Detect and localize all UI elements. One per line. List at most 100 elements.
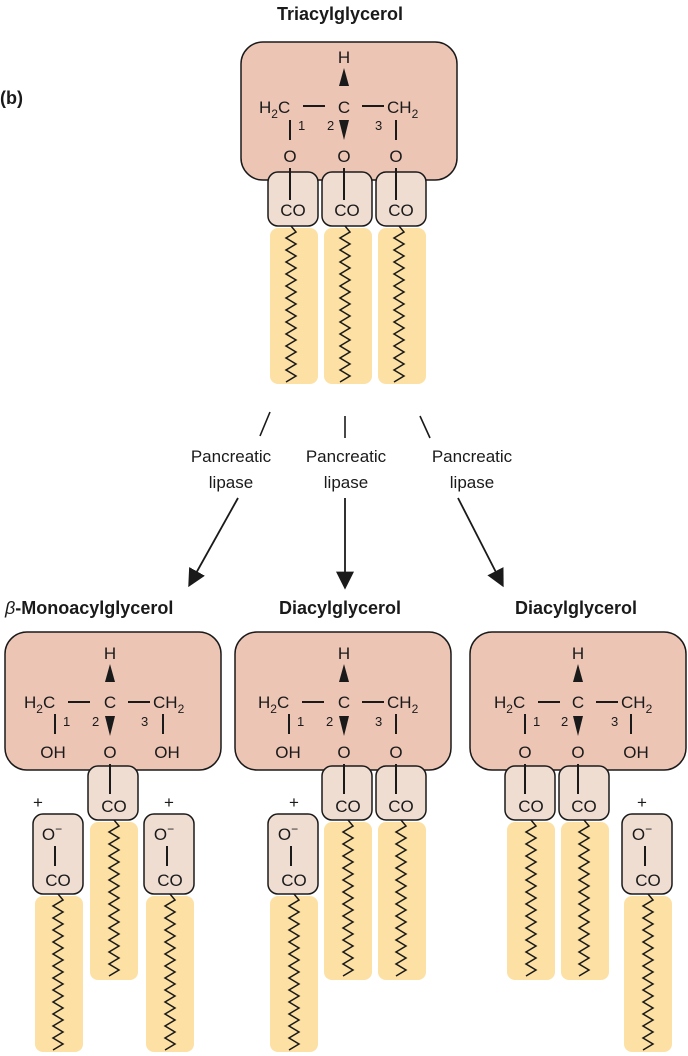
fatty-chain-box <box>270 896 318 1052</box>
zigzag-chain-line <box>107 819 121 977</box>
oxygen-atom: O <box>337 743 350 762</box>
zigzag-chain-line <box>51 893 65 1051</box>
carbonyl-label: CO <box>101 797 127 816</box>
product-title-diacylglycerol-right: Diacylglycerol <box>515 598 637 618</box>
h2c-group: H2C <box>494 693 525 716</box>
diacylglycerol-right-molecule: H H2C C CH2 1 2 3 O O OH <box>469 631 687 771</box>
carbon-atom: C <box>338 693 350 712</box>
hydrogen-atom: H <box>338 48 350 67</box>
zigzag-chain-line <box>284 225 298 383</box>
oxygen-atom: O <box>571 743 584 762</box>
carbon-atom: C <box>572 693 584 712</box>
ch2-group: CH2 <box>387 693 419 716</box>
oxide-atom: O− <box>154 822 174 844</box>
carbon-atom: C <box>338 98 350 117</box>
oxide-atom: O− <box>632 822 652 844</box>
zigzag-chain-line <box>392 225 406 383</box>
carbonyl-label: CO <box>388 797 414 816</box>
position-3-label: 3 <box>141 714 148 729</box>
ester-box <box>267 171 319 227</box>
carbonyl-label: CO <box>281 871 307 890</box>
fatty-chain-box <box>146 896 194 1052</box>
hydroxyl-group: OH <box>275 743 301 762</box>
enzyme-name-center: Pancreatic <box>306 447 387 466</box>
ester-box <box>321 765 373 821</box>
arrow-to-diacylglycerol-right <box>457 497 504 588</box>
oxygen-atom: O <box>103 743 116 762</box>
zigzag-chain-line <box>338 225 352 383</box>
position-2-label: 2 <box>92 714 99 729</box>
triacylglycerol-molecule: H H2C C CH2 1 2 3 O O O <box>240 41 458 181</box>
position-1-label: 1 <box>297 714 304 729</box>
carboxylate-box <box>267 813 319 895</box>
panel-label: (b) <box>0 88 23 108</box>
carbonyl-label: CO <box>157 871 183 890</box>
enzyme-name-right: Pancreatic <box>432 447 513 466</box>
diacylglycerol-center-molecule: H H2C C CH2 1 2 3 OH O O <box>234 631 452 771</box>
fatty-acid-zigzags <box>51 225 655 1051</box>
ester-box <box>87 765 139 821</box>
wedge-bond-up-icon <box>339 68 349 86</box>
position-1-label: 1 <box>298 118 305 133</box>
carboxylate-box <box>143 813 195 895</box>
zigzag-chain-line <box>163 893 177 1051</box>
position-3-label: 3 <box>375 118 382 133</box>
zigzag-chain-line <box>641 893 655 1051</box>
oxygen-atom: O <box>283 147 296 166</box>
position-1-label: 1 <box>63 714 70 729</box>
position-1-label: 1 <box>533 714 540 729</box>
zigzag-chain-line <box>524 819 538 977</box>
wedge-bond-down-icon <box>339 120 349 140</box>
h2c-group: H2C <box>24 693 55 716</box>
oxide-atom: O− <box>42 822 62 844</box>
ch2-group: CH2 <box>387 98 419 121</box>
ester-box <box>321 171 373 227</box>
wedge-bond-down-icon <box>105 716 115 736</box>
position-3-label: 3 <box>611 714 618 729</box>
ester-box <box>504 765 556 821</box>
carbonyl-label: CO <box>335 797 361 816</box>
enzyme-name2-left: lipase <box>209 473 253 492</box>
carbonyl-label: CO <box>334 201 360 220</box>
enzyme-name2-right: lipase <box>450 473 494 492</box>
position-2-label: 2 <box>561 714 568 729</box>
ch2-group: CH2 <box>153 693 185 716</box>
carbonyl-label: CO <box>571 797 597 816</box>
position-2-label: 2 <box>326 714 333 729</box>
enzyme-name2-center: lipase <box>324 473 368 492</box>
oxygen-atom: O <box>389 743 402 762</box>
h2c-group: H2C <box>258 693 289 716</box>
hydroxyl-group: OH <box>623 743 649 762</box>
wedge-bond-down-icon <box>573 716 583 736</box>
plus-sign: + <box>637 793 647 812</box>
hydroxyl-group: OH <box>40 743 66 762</box>
monoacylglycerol-molecule: H H2C C CH2 1 2 3 OH O OH <box>4 631 222 771</box>
plus-sign: + <box>33 793 43 812</box>
plus-sign: + <box>164 793 174 812</box>
arrow-tail-right <box>419 415 431 439</box>
enzyme-name-left: Pancreatic <box>191 447 272 466</box>
position-3-label: 3 <box>375 714 382 729</box>
position-2-label: 2 <box>327 118 334 133</box>
zigzag-chain-line <box>577 819 591 977</box>
arrow-tail-left <box>259 411 271 437</box>
zigzag-chain-line <box>341 819 355 977</box>
plus-sign: + <box>289 793 299 812</box>
triacylglycerol-title: Triacylglycerol <box>277 4 403 24</box>
ester-box <box>375 171 427 227</box>
carbonyl-label: CO <box>45 871 71 890</box>
wedge-bond-up-icon <box>105 664 115 682</box>
oxygen-atom: O <box>337 147 350 166</box>
hydrogen-atom: H <box>338 644 350 663</box>
product-title-diacylglycerol-center: Diacylglycerol <box>279 598 401 618</box>
zigzag-chain-line <box>394 819 408 977</box>
carbonyl-label: CO <box>388 201 414 220</box>
carbon-atom: C <box>104 693 116 712</box>
oxygen-atom: O <box>518 743 531 762</box>
hydrogen-atom: H <box>104 644 116 663</box>
product-title-monoacylglycerol: β-Monoacylglycerol <box>4 598 173 618</box>
wedge-bond-up-icon <box>339 664 349 682</box>
zigzag-chain-line <box>287 893 301 1051</box>
